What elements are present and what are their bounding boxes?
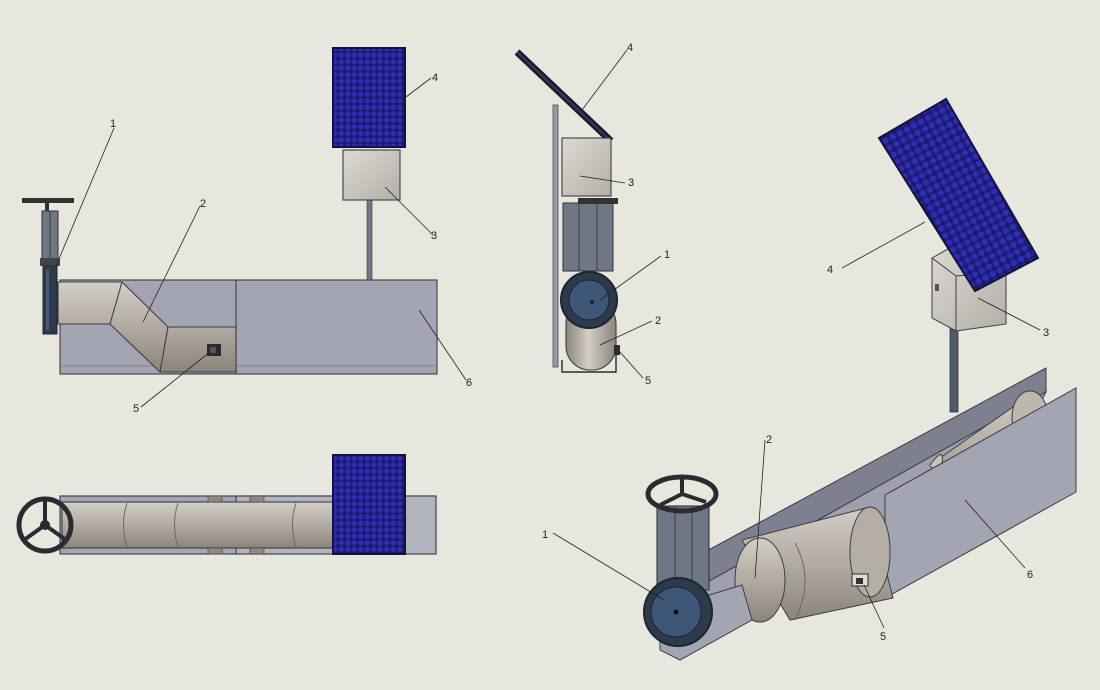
callout-3: 3 (431, 230, 437, 242)
solar-panel-iso (877, 97, 1040, 293)
handwheel (16, 496, 74, 554)
callout-6-iso: 6 (1027, 569, 1033, 581)
front-view: 1 2 3 4 5 6 (22, 47, 472, 415)
callout-1-iso: 1 (542, 529, 548, 541)
callout-1-side: 1 (664, 249, 670, 261)
callout-2-side: 2 (655, 315, 661, 327)
callout-4-side: 4 (627, 42, 633, 54)
side-view: 4 3 1 2 5 (514, 42, 670, 387)
callout-5-side: 5 (645, 375, 651, 387)
gate-valve-iso (643, 474, 719, 647)
solar-panel (332, 47, 406, 148)
callout-4: 4 (432, 72, 438, 84)
control-box (342, 149, 401, 201)
callout-3-iso: 3 (1043, 327, 1049, 339)
callout-2: 2 (200, 198, 206, 210)
callout-5-iso: 5 (880, 631, 886, 643)
gate-valve (22, 198, 74, 335)
callout-5: 5 (133, 403, 139, 415)
callout-4-iso: 4 (827, 264, 833, 276)
pipe (57, 281, 237, 373)
callout-2-iso: 2 (766, 434, 772, 446)
callout-1: 1 (110, 118, 116, 130)
isometric-view: 4 3 2 1 6 5 (542, 97, 1077, 661)
callout-3-side: 3 (628, 177, 634, 189)
top-view (16, 454, 437, 555)
callout-6: 6 (466, 377, 472, 389)
